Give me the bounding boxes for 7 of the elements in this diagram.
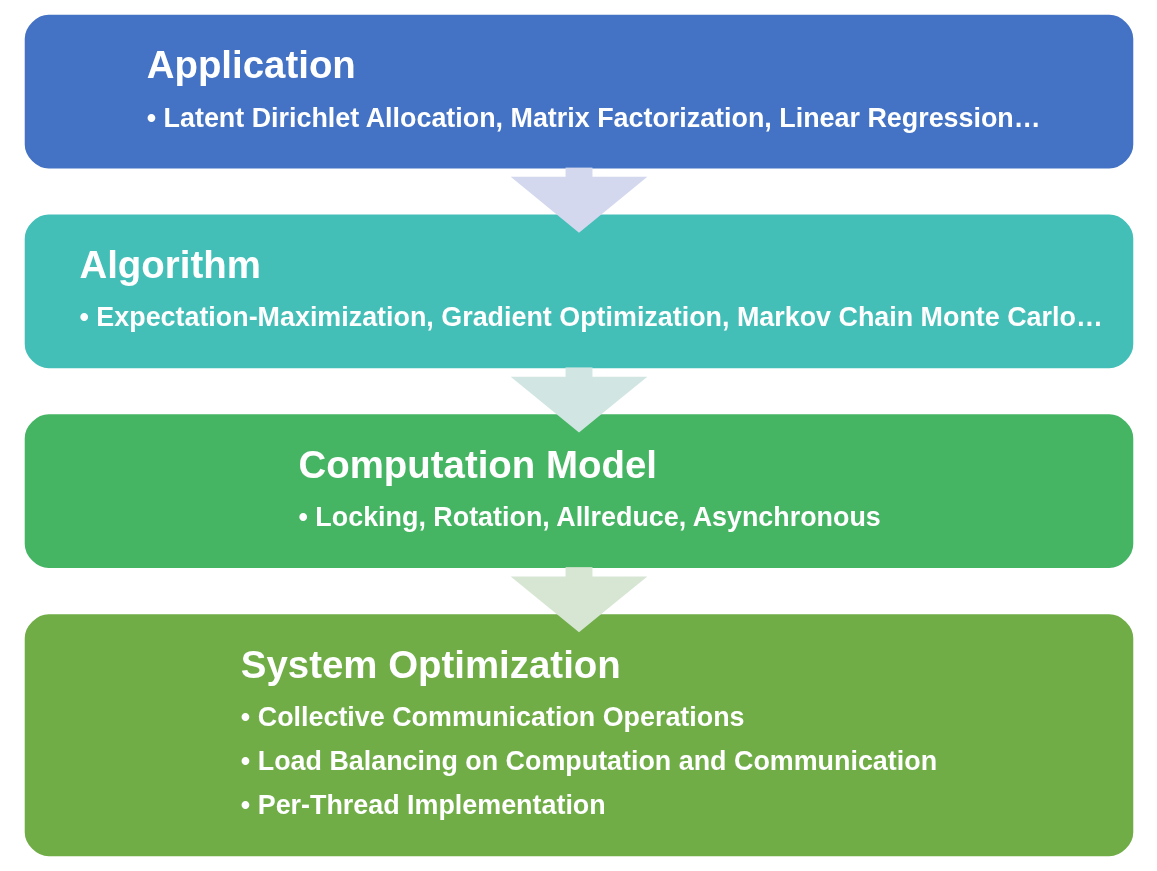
node-box: Application • Latent Dirichlet Allocation, Matrix Factorization, Linear Regression…	[24, 14, 1133, 169]
arrow	[510, 167, 647, 233]
node-box: System Optimization • Collective Communication Operations • Load Balancing on Computation and Communication • Per-Thread Implementation	[24, 614, 1133, 857]
node-box: Algorithm • Expectation-Maximization, Gradient Optimization, Markov Chain Monte Carlo…	[24, 214, 1133, 369]
arrow	[510, 567, 647, 633]
node-box: Computation Model • Locking, Rotation, Allreduce, Asynchronous	[24, 414, 1133, 569]
arrow	[510, 367, 647, 433]
